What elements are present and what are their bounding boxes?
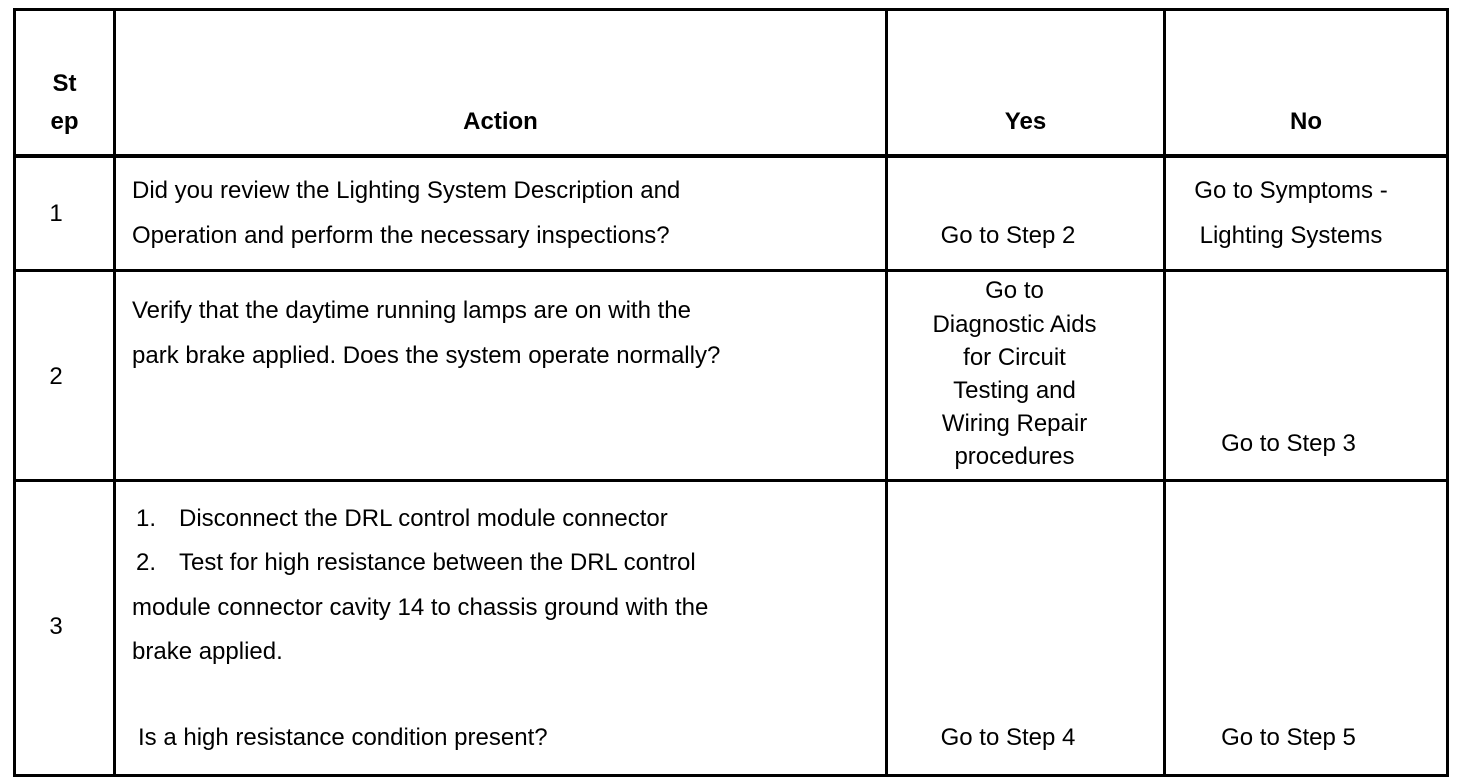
table-border-top	[13, 8, 1449, 11]
action-text-line: Did you review the Lighting System Descr…	[132, 177, 681, 204]
yes-cell-text: Go to Step 4	[940, 724, 1076, 751]
header-divider	[13, 154, 1449, 158]
yes-cell-text-line: procedures	[954, 443, 1075, 470]
step-number: 1	[49, 200, 63, 227]
header-step-line1: St	[52, 70, 77, 97]
row-divider-1	[13, 269, 1449, 272]
no-cell-text-line: Lighting Systems	[1199, 222, 1383, 249]
yes-cell-text-line: Go to	[985, 277, 1044, 304]
row-divider-2	[13, 479, 1449, 482]
table-border-right	[1446, 8, 1449, 777]
table-border-left	[13, 8, 16, 777]
action-text-line: brake applied.	[132, 638, 283, 665]
no-cell-text-line: Go to Symptoms -	[1194, 177, 1388, 204]
action-item-text: Disconnect the DRL control module connec…	[179, 505, 668, 532]
action-item-number: 1.	[136, 505, 157, 532]
column-divider-action	[885, 8, 888, 777]
action-text-line: module connector cavity 14 to chassis gr…	[132, 594, 709, 621]
yes-cell-text-line: Testing and	[953, 377, 1076, 404]
action-question: Is a high resistance condition present?	[138, 724, 548, 751]
action-item-number: 2.	[136, 549, 157, 576]
yes-cell-text-line: for Circuit	[963, 344, 1066, 371]
column-divider-yes	[1163, 8, 1166, 777]
header-yes: Yes	[1004, 108, 1047, 135]
action-text-line: Verify that the daytime running lamps ar…	[132, 297, 691, 324]
header-action: Action	[463, 108, 538, 135]
step-number: 2	[49, 363, 63, 390]
no-cell-text: Go to Step 3	[1221, 430, 1356, 457]
action-text-line: Operation and perform the necessary insp…	[132, 222, 670, 249]
yes-cell-text-line: Wiring Repair	[941, 410, 1088, 437]
action-text-line: park brake applied. Does the system oper…	[132, 342, 721, 369]
action-item-text: Test for high resistance between the DRL…	[179, 549, 696, 576]
no-cell-text: Go to Step 5	[1221, 724, 1356, 751]
step-number: 3	[49, 613, 63, 640]
header-no: No	[1290, 108, 1322, 135]
yes-cell-text-line: Diagnostic Aids	[932, 311, 1097, 338]
column-divider-step	[113, 8, 116, 777]
header-step-line2: ep	[50, 108, 79, 135]
yes-cell-text: Go to Step 2	[940, 222, 1076, 249]
table-border-bottom	[13, 774, 1449, 777]
